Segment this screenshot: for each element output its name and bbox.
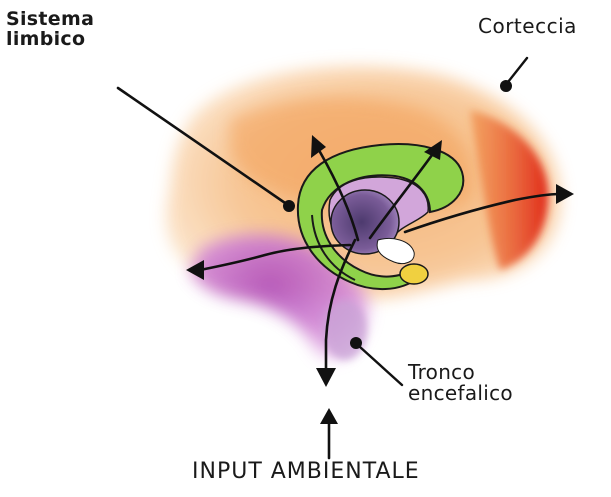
cortex-label: Corteccia xyxy=(478,16,577,37)
limbic-label-line-1: Sistema xyxy=(6,10,94,30)
limbic-system-label: Sistema limbico xyxy=(6,10,94,50)
brainstem-label: Tronco encefalico xyxy=(408,362,513,404)
limbic-label-line-2: limbico xyxy=(6,30,94,50)
input-label: INPUT AMBIENTALE xyxy=(192,460,420,483)
stem-down-arrow-head xyxy=(316,368,336,387)
brainstem-label-line-1: Tronco xyxy=(408,362,513,383)
cortex-pointer-dot xyxy=(500,80,512,92)
brainstem-pointer-line xyxy=(360,347,402,385)
brainstem-label-line-2: encefalico xyxy=(408,383,513,404)
cortex-pointer-line xyxy=(508,58,527,82)
brainstem-pointer-dot xyxy=(350,337,362,349)
right-arrow-head xyxy=(556,184,574,204)
limbic-pointer-dot xyxy=(283,200,295,212)
input-arrow-head xyxy=(320,408,338,424)
